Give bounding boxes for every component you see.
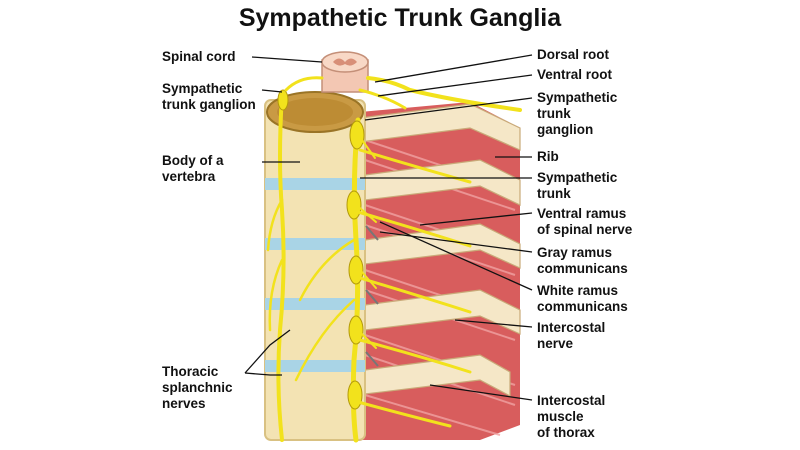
leader-intercostal-muscle	[429, 384, 533, 401]
ganglion-2	[346, 190, 362, 220]
leader-spinal-cord	[251, 56, 323, 63]
label-gray-ramus: Gray ramus communicans	[537, 245, 628, 276]
ramus-3	[361, 271, 377, 289]
ramus-2	[359, 207, 377, 223]
thoracic-wall	[359, 102, 521, 440]
splanchnic-branch-2	[268, 258, 284, 332]
left-root-nerve	[284, 76, 324, 92]
disc-1	[265, 178, 365, 190]
label-intercostal-muscle: Intercostal muscle of thorax	[537, 393, 606, 440]
leader-ventral-ramus	[419, 212, 533, 226]
diagram-title: Sympathetic Trunk Ganglia	[238, 4, 562, 32]
vertebral-column	[264, 91, 366, 441]
leader-dorsal-root	[374, 54, 533, 83]
ventral-root-nerve	[358, 88, 407, 110]
label-thoracic-splanchnic-nerves: Thoracic splanchnic nerves	[162, 364, 233, 411]
splanchnic-branch-4	[298, 238, 356, 302]
leader-intercostal-nerve	[454, 319, 533, 328]
splanchnic-branch-3	[294, 298, 356, 382]
label-white-ramus: White ramus communicans	[537, 283, 628, 314]
left-sympathetic-trunk	[276, 93, 286, 442]
label-intercostal-nerve: Intercostal nerve	[537, 320, 606, 351]
gray-ramus-3	[365, 351, 379, 367]
ganglion-5	[347, 380, 363, 410]
ganglion-left-1	[277, 89, 289, 111]
leader-white-ramus	[379, 221, 533, 291]
ganglion-4	[348, 315, 364, 345]
label-dorsal-root: Dorsal root	[537, 47, 610, 62]
leader-splanchnic-2	[244, 372, 282, 376]
disc-4	[265, 360, 365, 372]
leader-lines	[244, 54, 533, 401]
disc-3	[265, 298, 365, 310]
gray-rami	[365, 225, 379, 367]
spinal-cord	[321, 51, 369, 93]
label-sympathetic-trunk: Sympathetic trunk	[537, 170, 618, 201]
label-ventral-root: Ventral root	[537, 67, 613, 82]
spinal-cord-gray-matter	[333, 58, 357, 66]
gray-ramus-2	[365, 289, 379, 305]
splanchnic-branch-1	[266, 198, 284, 252]
ramus-1	[361, 139, 376, 159]
leader-left-ganglion	[261, 89, 283, 93]
leader-gray-ramus	[379, 231, 533, 253]
ramus-4	[361, 333, 377, 349]
intercostal-nerve-3	[358, 276, 472, 314]
vertebra-top-inner	[277, 98, 353, 126]
leader-right-ganglion	[364, 97, 533, 121]
intercostal-nerve-5	[356, 400, 452, 428]
leader-splanchnic	[244, 329, 291, 374]
gray-ramus-1	[365, 225, 379, 241]
ganglion-1	[349, 120, 365, 150]
label-right-sympathetic-trunk-ganglion: Sympathetic trunk ganglion	[537, 90, 618, 137]
label-body-of-vertebra: Body of a vertebra	[162, 153, 224, 184]
label-left-sympathetic-trunk-ganglion: Sympathetic trunk ganglion	[162, 81, 256, 112]
label-spinal-cord: Spinal cord	[162, 49, 236, 64]
leader-ventral-root	[377, 74, 533, 97]
label-ventral-ramus: Ventral ramus of spinal nerve	[537, 206, 633, 237]
label-rib: Rib	[537, 149, 559, 164]
nerves	[266, 76, 522, 443]
disc-2	[265, 238, 365, 250]
